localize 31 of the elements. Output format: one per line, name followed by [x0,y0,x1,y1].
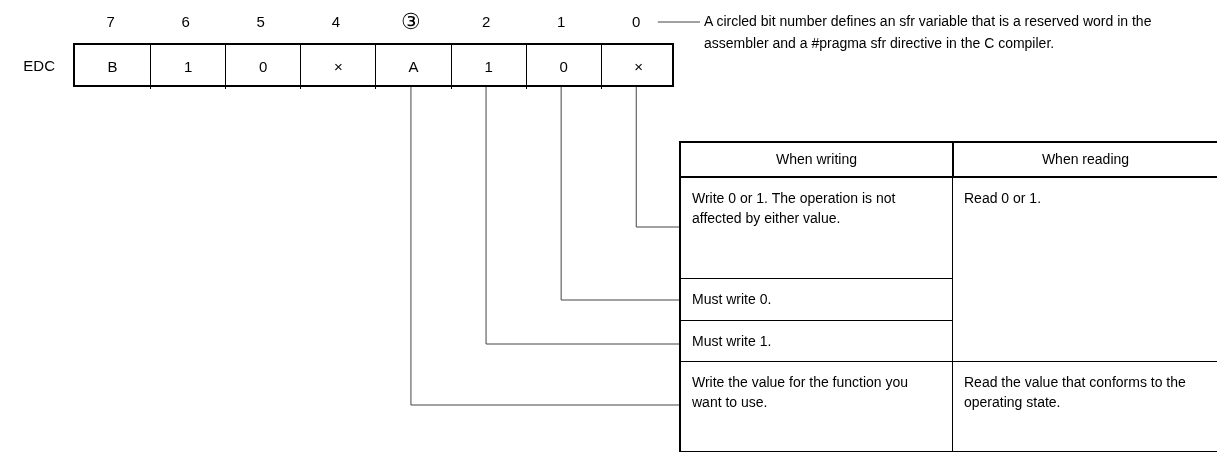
table-header-cell: When writing [679,141,953,178]
bit-value-cell: B [75,45,151,89]
bit-value-cell: × [600,45,676,89]
table-cell: Read the value that conforms to the operating state. [953,362,1217,452]
bit-number: ③ [393,11,429,33]
bit-number: 0 [618,11,654,33]
bit-value-cell: 0 [525,45,601,89]
leader-line [657,21,701,23]
bit-value-cell: 1 [450,45,526,89]
bit-value-cell: 1 [150,45,226,89]
table-cell: Read 0 or 1. [953,178,1217,362]
bit-number: 5 [243,11,279,33]
bit-value-cell: × [300,45,376,89]
leader-line [560,86,680,301]
leader-line [410,86,680,406]
bit-value-cell: 0 [225,45,301,89]
bit-number: 6 [168,11,204,33]
bit-number: 2 [468,11,504,33]
bit-number: 1 [543,11,579,33]
table-header-cell: When reading [953,141,1217,178]
register-name: EDC [23,56,55,76]
table-cell: Write 0 or 1. The operation is not affected by either value. [679,178,953,279]
bit-number: 4 [318,11,354,33]
bit-number: 7 [93,11,129,33]
bit-value-cell: A [375,45,451,89]
table-cell: Must write 0. [679,279,953,321]
table-cell: Write the value for the function you want to use. [679,362,953,452]
table-cell: Must write 1. [679,321,953,362]
leader-line [485,86,680,345]
leader-line [635,86,680,228]
note-text: A circled bit number defines an sfr variable that is a reserved word in the assembler and a #pragma sfr directive in the C compiler. [704,10,1214,76]
